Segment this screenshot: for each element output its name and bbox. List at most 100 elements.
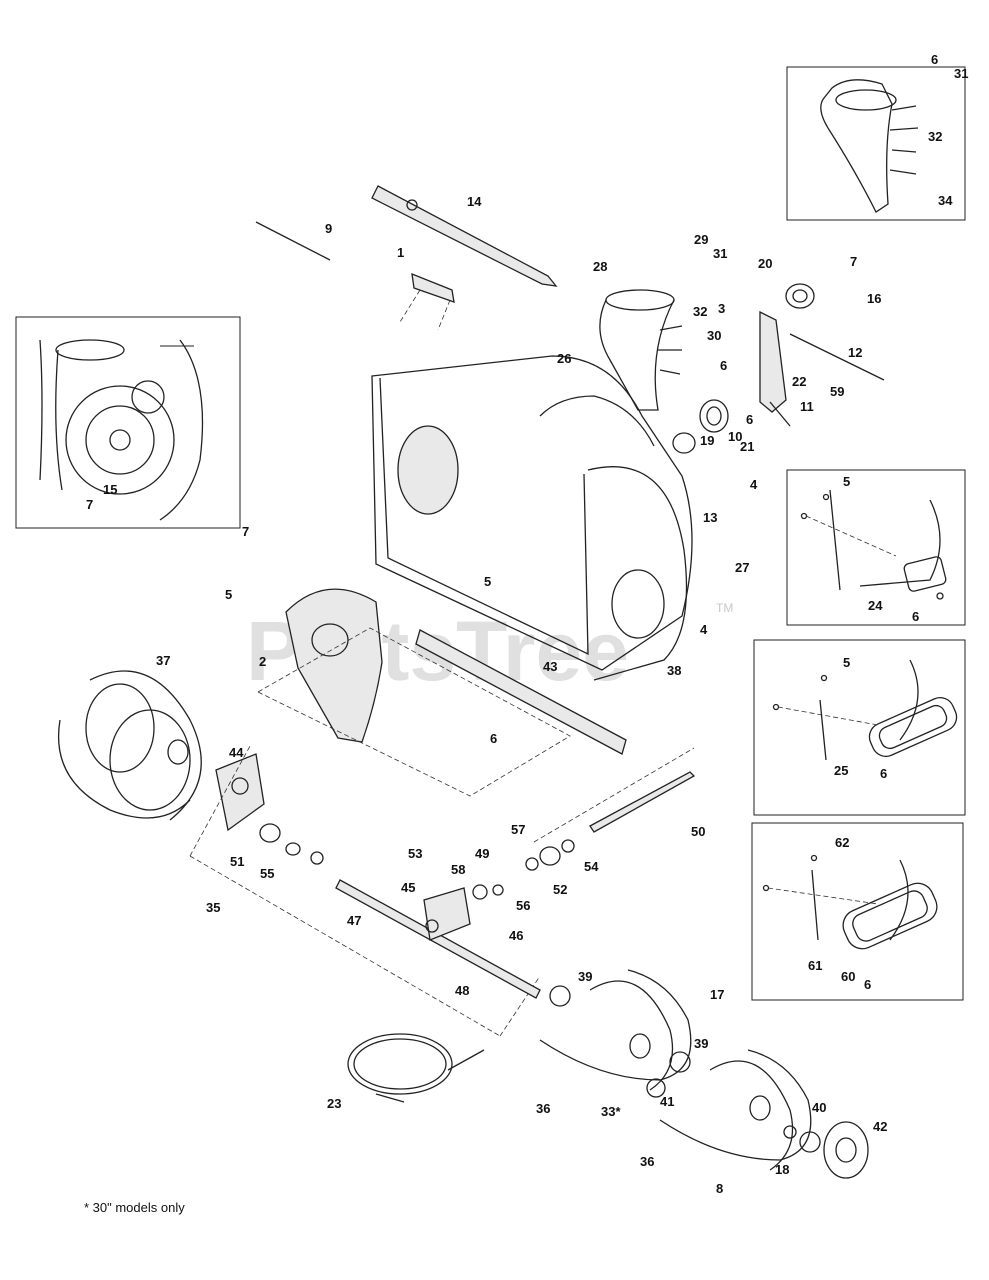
shaft-50 — [589, 771, 696, 833]
housing-42 — [823, 1121, 869, 1179]
bushing-39b — [669, 1051, 691, 1073]
plate-2 — [285, 588, 383, 743]
callout-2: 2 — [259, 654, 266, 669]
callout-15: 15 — [103, 482, 117, 497]
callout-32: 32 — [693, 304, 707, 319]
callout-6: 6 — [880, 766, 887, 781]
callout-60: 60 — [841, 969, 855, 984]
callout-18: 18 — [775, 1162, 789, 1177]
callout-7: 7 — [86, 497, 93, 512]
callout-58: 58 — [451, 862, 465, 877]
callout-17: 17 — [710, 987, 724, 1002]
inset-skid-shoe-3 — [751, 822, 964, 1001]
washer-56 — [492, 884, 504, 896]
callout-5: 5 — [843, 655, 850, 670]
callout-43: 43 — [543, 659, 557, 674]
callout-28: 28 — [593, 259, 607, 274]
callout-37: 37 — [156, 653, 170, 668]
callout-40: 40 — [812, 1100, 826, 1115]
callout-5: 5 — [225, 587, 232, 602]
callout-3: 3 — [718, 301, 725, 316]
callout-54: 54 — [584, 859, 599, 874]
chute-28 — [599, 289, 683, 411]
callout-42: 42 — [873, 1119, 887, 1134]
callout-6: 6 — [720, 358, 727, 373]
callout-33-star: 33* — [601, 1104, 621, 1119]
bracket-22 — [759, 310, 787, 413]
callout-59: 59 — [830, 384, 844, 399]
callout-6: 6 — [864, 977, 871, 992]
callout-21: 21 — [740, 439, 754, 454]
callout-62: 62 — [835, 835, 849, 850]
plate-44 — [215, 753, 265, 832]
callout-38: 38 — [667, 663, 681, 678]
washer-55b — [310, 851, 324, 865]
callout-53: 53 — [408, 846, 422, 861]
callout-13: 13 — [703, 510, 717, 525]
callout-14: 14 — [467, 194, 482, 209]
pulley-20 — [785, 283, 815, 309]
callout-20: 20 — [758, 256, 772, 271]
callout-45: 45 — [401, 880, 415, 895]
callout-7: 7 — [850, 254, 857, 269]
callout-4: 4 — [700, 622, 708, 637]
callout-47: 47 — [347, 913, 361, 928]
callout-16: 16 — [867, 291, 881, 306]
bracket-1 — [411, 272, 455, 303]
callout-61: 61 — [808, 958, 822, 973]
callout-36: 36 — [536, 1101, 550, 1116]
bearing-52 — [539, 846, 561, 866]
bearing-51 — [259, 823, 281, 843]
footnote: * 30" models only — [84, 1200, 185, 1215]
callout-6: 6 — [912, 609, 919, 624]
washer-19 — [672, 432, 696, 454]
callout-56: 56 — [516, 898, 530, 913]
callout-5: 5 — [843, 474, 850, 489]
callout-22: 22 — [792, 374, 806, 389]
inset-skid-shoe-1 — [786, 469, 966, 626]
callout-1: 1 — [397, 245, 404, 260]
callout-5: 5 — [484, 574, 491, 589]
bearing-21 — [699, 399, 729, 433]
callout-31: 31 — [954, 66, 968, 81]
washer-55 — [285, 842, 301, 856]
callout-19: 19 — [700, 433, 714, 448]
callout-57: 57 — [511, 822, 525, 837]
shaft-14 — [371, 185, 558, 287]
callout-11: 11 — [800, 399, 814, 414]
outline-box-1 — [257, 627, 571, 797]
callout-8: 8 — [716, 1181, 723, 1196]
callout-48: 48 — [455, 983, 469, 998]
callout-51: 51 — [230, 854, 244, 869]
callout-39: 39 — [694, 1036, 708, 1051]
washer-57 — [525, 857, 539, 871]
inset-skid-shoe-2 — [753, 639, 966, 816]
gearbox-45 — [423, 887, 471, 941]
callout-32: 32 — [928, 129, 942, 144]
bar-43 — [415, 629, 627, 755]
callout-12: 12 — [848, 345, 862, 360]
auger-housing — [371, 355, 693, 681]
washer-58 — [472, 884, 488, 900]
callout-9: 9 — [325, 221, 332, 236]
inset-wheel-left — [15, 316, 241, 529]
callout-49: 49 — [475, 846, 489, 861]
callout-6: 6 — [490, 731, 497, 746]
callout-27: 27 — [735, 560, 749, 575]
callout-55: 55 — [260, 866, 274, 881]
callout-4: 4 — [750, 477, 758, 492]
inset-chute-top-right — [786, 66, 966, 221]
callout-36: 36 — [640, 1154, 654, 1169]
callout-29: 29 — [694, 232, 708, 247]
callout-6: 6 — [746, 412, 753, 427]
washer-40 — [783, 1125, 797, 1139]
cable-59 — [789, 333, 885, 381]
callout-50: 50 — [691, 824, 705, 839]
trademark: TM — [716, 601, 733, 615]
callout-23: 23 — [327, 1096, 341, 1111]
auger-36b — [659, 1049, 812, 1171]
bushing-33 — [646, 1078, 666, 1098]
callout-35: 35 — [206, 900, 220, 915]
